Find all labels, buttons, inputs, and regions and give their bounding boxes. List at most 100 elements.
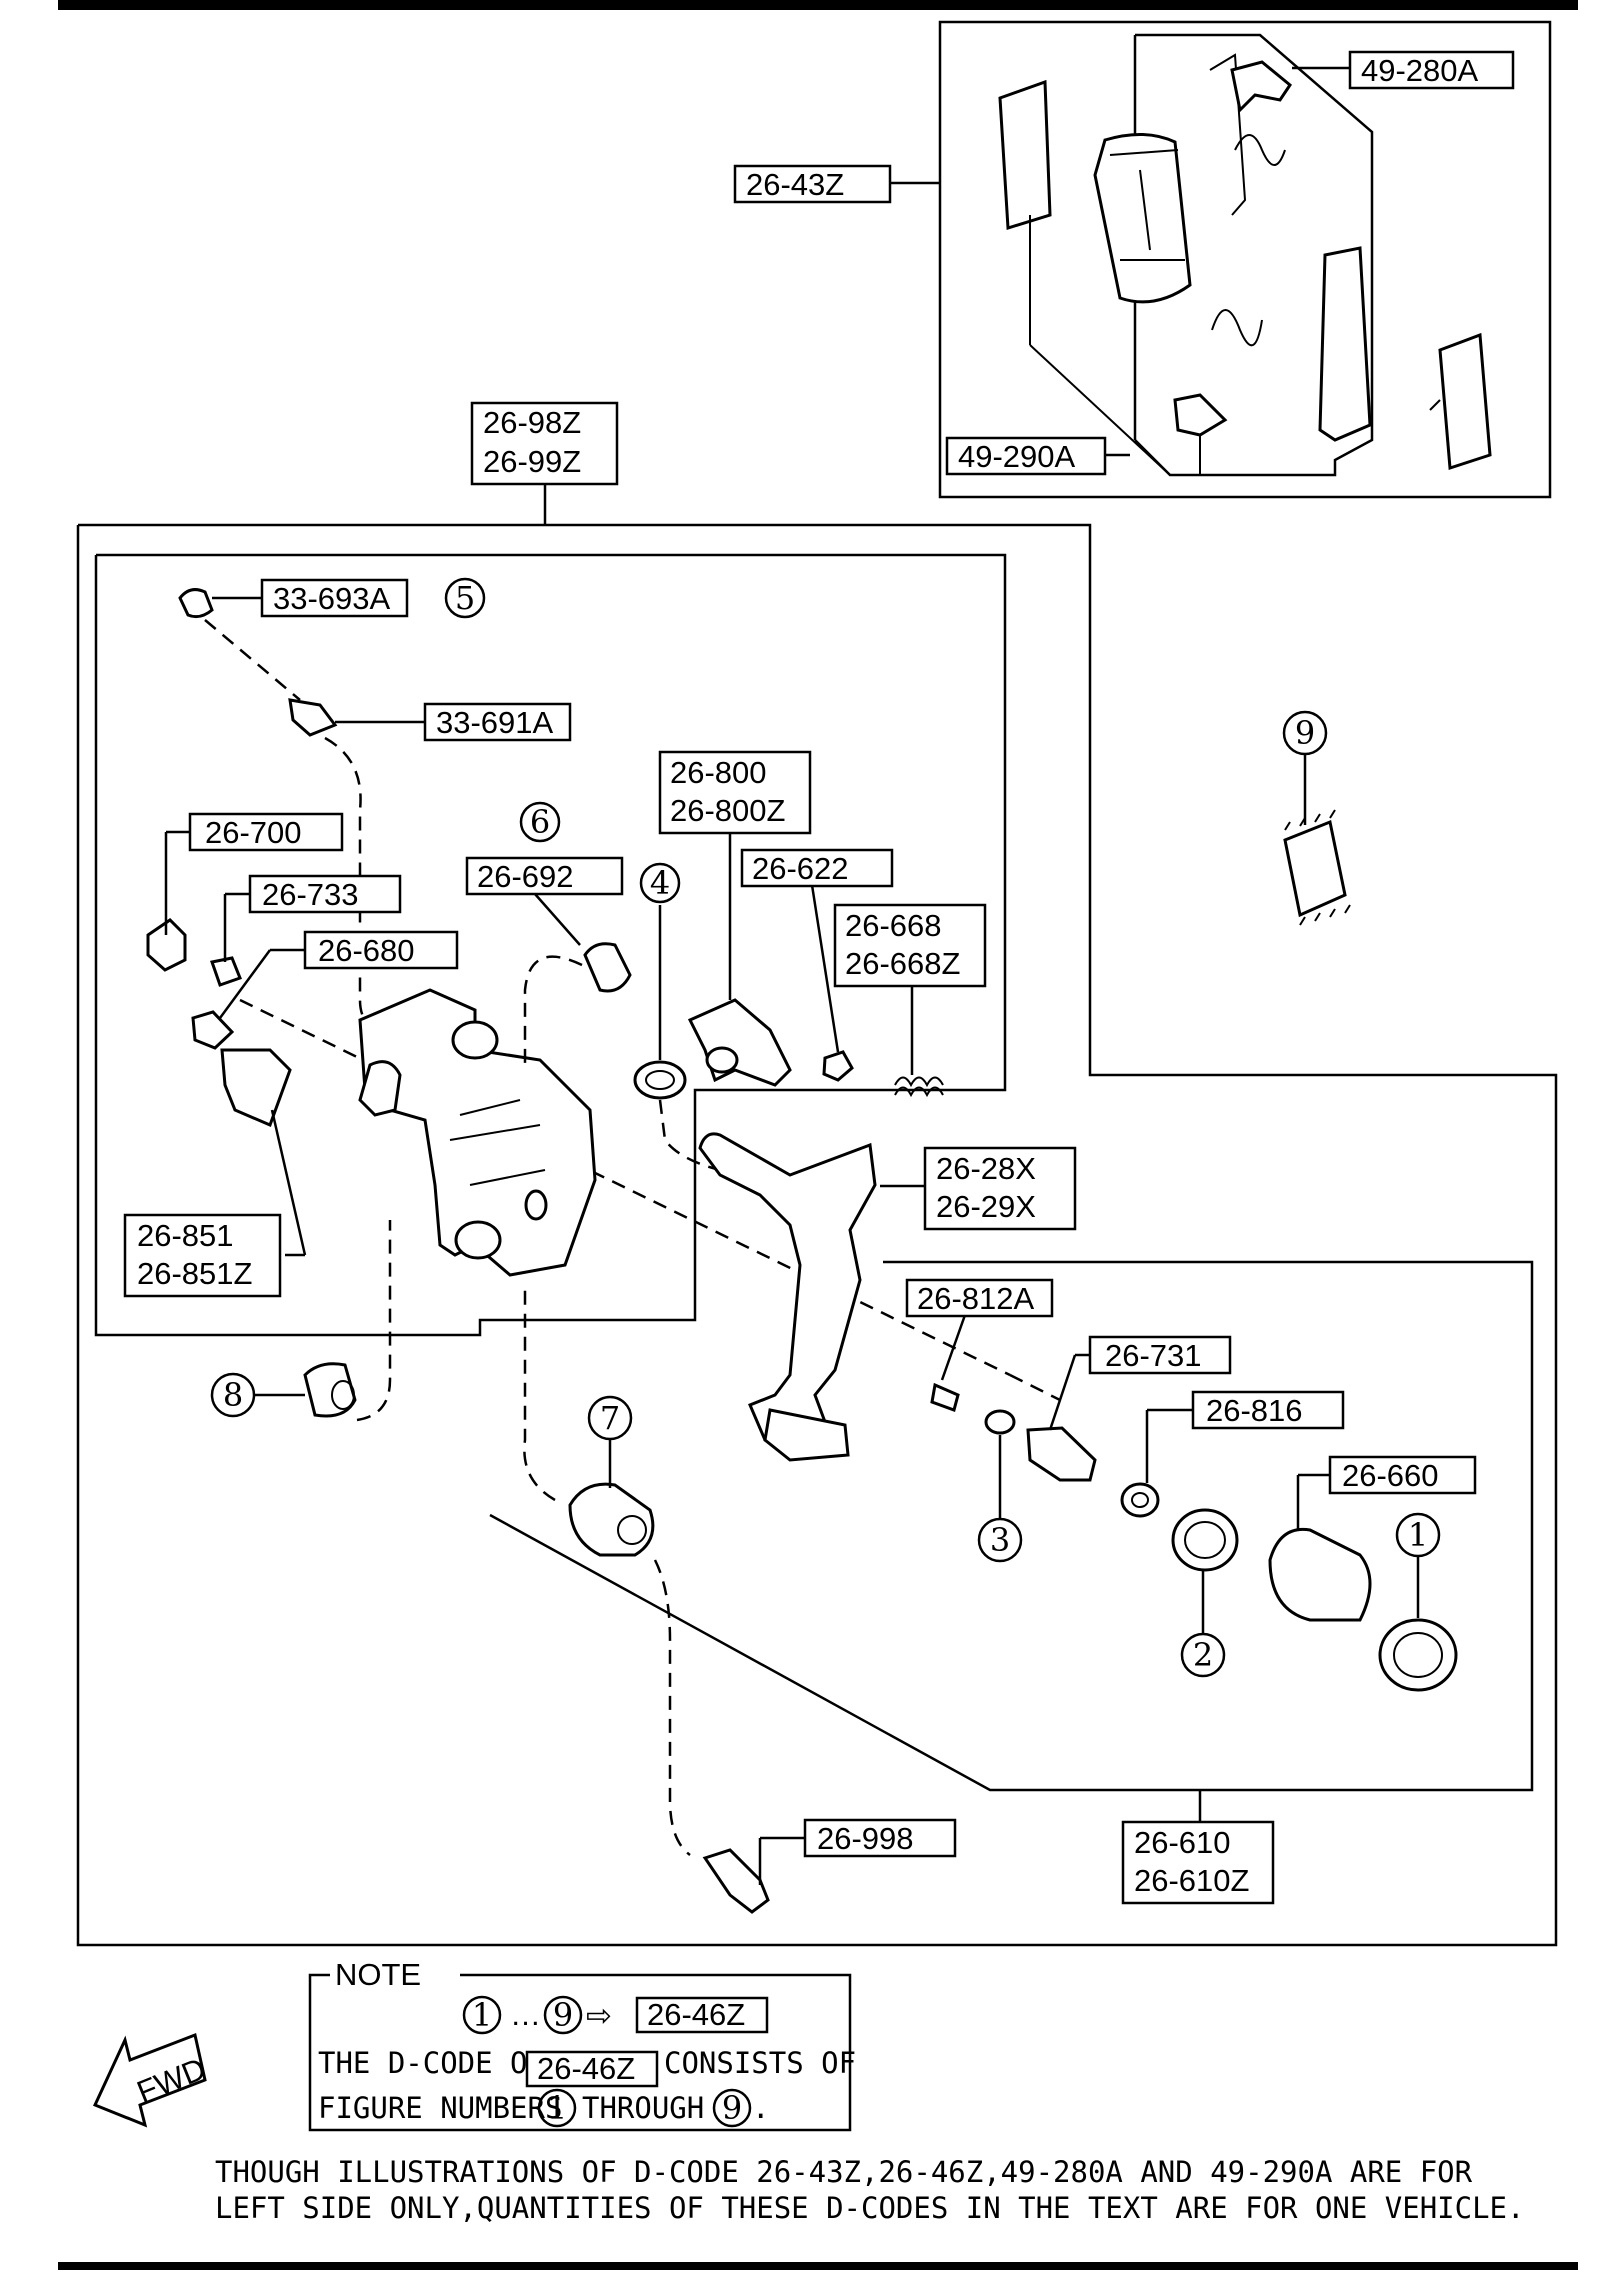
label-26-800: 26-800	[670, 755, 767, 790]
washer-26-816-icon	[1120, 1482, 1160, 1518]
fwd-arrow-icon: FWD	[92, 2032, 211, 2128]
figure-number-6: 6	[519, 801, 561, 843]
note-line3-prefix: FIGURE NUMBERS	[318, 2091, 562, 2125]
shim-right-icon	[1438, 332, 1492, 471]
svg-text:…: …	[510, 1997, 541, 2032]
note-line2-suffix: CONSISTS OF	[664, 2046, 856, 2080]
spring-26-668-icon	[894, 1076, 944, 1088]
figure-number-4: 4	[639, 862, 681, 904]
label-26-851: 26-851	[137, 1218, 234, 1253]
label-26-692: 26-692	[477, 859, 574, 894]
top-rule	[58, 0, 1578, 10]
label-26-99z: 26-99Z	[483, 444, 581, 479]
label-49-280a: 49-280A	[1361, 53, 1479, 88]
svg-text:3: 3	[990, 1521, 1010, 1559]
figure-number-7: 7	[587, 1395, 633, 1441]
label-box-49-290a	[945, 436, 1107, 476]
caliper-body-frame	[94, 553, 1007, 1337]
bushing-7-icon	[568, 1482, 655, 1557]
label-26-700: 26-700	[205, 815, 302, 850]
figure-number-9: 9	[1282, 710, 1328, 756]
note-title: NOTE	[335, 1957, 421, 1992]
label-26-29x: 26-29X	[936, 1189, 1036, 1224]
bolt-26-680-icon	[191, 1010, 235, 1050]
label-26-816: 26-816	[1206, 1393, 1303, 1428]
svg-text:1: 1	[472, 1996, 492, 2034]
label-26-43z: 26-43Z	[746, 167, 844, 202]
clip-icon	[1230, 60, 1293, 114]
pad-kit-inset	[890, 20, 1552, 499]
label-33-693a: 33-693A	[273, 581, 391, 616]
pad-kit-9-icon	[1283, 819, 1347, 918]
svg-text:2: 2	[1193, 1636, 1213, 1674]
label-box-49-280a	[1348, 50, 1515, 90]
label-26-28x: 26-28X	[936, 1151, 1036, 1186]
svg-text:8: 8	[223, 1376, 243, 1414]
piston-kit-frame	[489, 1260, 1534, 1792]
o-ring-3-icon	[984, 1409, 1016, 1435]
label-26-622: 26-622	[752, 851, 849, 886]
boot-1-icon	[1378, 1618, 1458, 1692]
label-33-691a: 33-691A	[436, 705, 554, 740]
bushing-26-692-icon	[583, 942, 632, 993]
svg-text:9: 9	[1295, 714, 1315, 752]
figure-number-5: 5	[444, 577, 486, 619]
svg-text:1: 1	[547, 2089, 567, 2127]
pin-26-998-icon	[702, 1848, 770, 1914]
bleeder-screw-icon	[288, 698, 338, 737]
label-26-680: 26-680	[318, 933, 415, 968]
svg-text:9: 9	[553, 1996, 573, 2034]
bracket-26-851-icon	[220, 1048, 292, 1128]
label-26-812a: 26-812A	[917, 1281, 1035, 1316]
note-kit-code: 26-46Z	[647, 1997, 745, 2032]
bushing-8-icon	[303, 1362, 357, 1418]
svg-text:4: 4	[650, 864, 670, 902]
svg-text:⇨: ⇨	[586, 1998, 612, 2033]
label-box-26-43z	[733, 164, 892, 204]
footer-line-2: LEFT SIDE ONLY,QUANTITIES OF THESE D-COD…	[215, 2191, 1524, 2225]
figure-number-2: 2	[1180, 1632, 1226, 1678]
screw-26-731-icon	[1026, 1426, 1097, 1482]
note-kit-code-2: 26-46Z	[537, 2051, 635, 2086]
label-26-731: 26-731	[1105, 1338, 1202, 1373]
caliper-assembly-frame	[76, 484, 1558, 1947]
label-26-610: 26-610	[1134, 1825, 1231, 1860]
label-box-26-98z	[470, 401, 619, 486]
label-26-98z: 26-98Z	[483, 405, 581, 440]
label-26-668z: 26-668Z	[845, 946, 960, 981]
label-49-290a: 49-290A	[958, 439, 1076, 474]
label-26-800z: 26-800Z	[670, 793, 785, 828]
figure-number-8: 8	[210, 1372, 256, 1418]
piston-26-660-icon	[1268, 1527, 1372, 1622]
pin-26-812a-icon	[930, 1382, 960, 1412]
bleeder-cap-icon	[178, 588, 214, 619]
seal-2-icon	[1171, 1508, 1239, 1572]
nut-26-622-icon	[822, 1050, 854, 1082]
brake-pad-icon-2	[1318, 246, 1372, 442]
label-26-668: 26-668	[845, 908, 942, 943]
note-box: NOTE 1 … 9 ⇨ 26-46Z THE D-CODE OF 26-46Z…	[308, 1957, 856, 2132]
label-26-733: 26-733	[262, 877, 359, 912]
label-26-998: 26-998	[817, 1821, 914, 1856]
footer-line-1: THOUGH ILLUSTRATIONS OF D-CODE 26-43Z,26…	[215, 2155, 1473, 2189]
figure-number-3: 3	[977, 1517, 1023, 1563]
svg-text:.: .	[752, 2091, 769, 2125]
svg-text:7: 7	[600, 1399, 620, 1437]
bottom-rule	[58, 2262, 1578, 2270]
shim-left-icon	[998, 79, 1052, 230]
label-26-851z: 26-851Z	[137, 1256, 252, 1291]
figure-number-1: 1	[1395, 1512, 1441, 1558]
seal-4-icon	[633, 1060, 687, 1100]
note-line3-mid: THROUGH	[582, 2091, 704, 2125]
svg-text:5: 5	[455, 579, 475, 617]
label-26-660: 26-660	[1342, 1458, 1439, 1493]
svg-text:9: 9	[722, 2089, 742, 2127]
small-clip-icon	[1173, 393, 1228, 437]
label-26-610z: 26-610Z	[1134, 1863, 1249, 1898]
bracket-26-28x-icon	[698, 1132, 877, 1447]
svg-text:6: 6	[530, 803, 550, 841]
svg-text:1: 1	[1408, 1516, 1428, 1554]
note-line2-prefix: THE D-CODE OF	[318, 2046, 545, 2080]
